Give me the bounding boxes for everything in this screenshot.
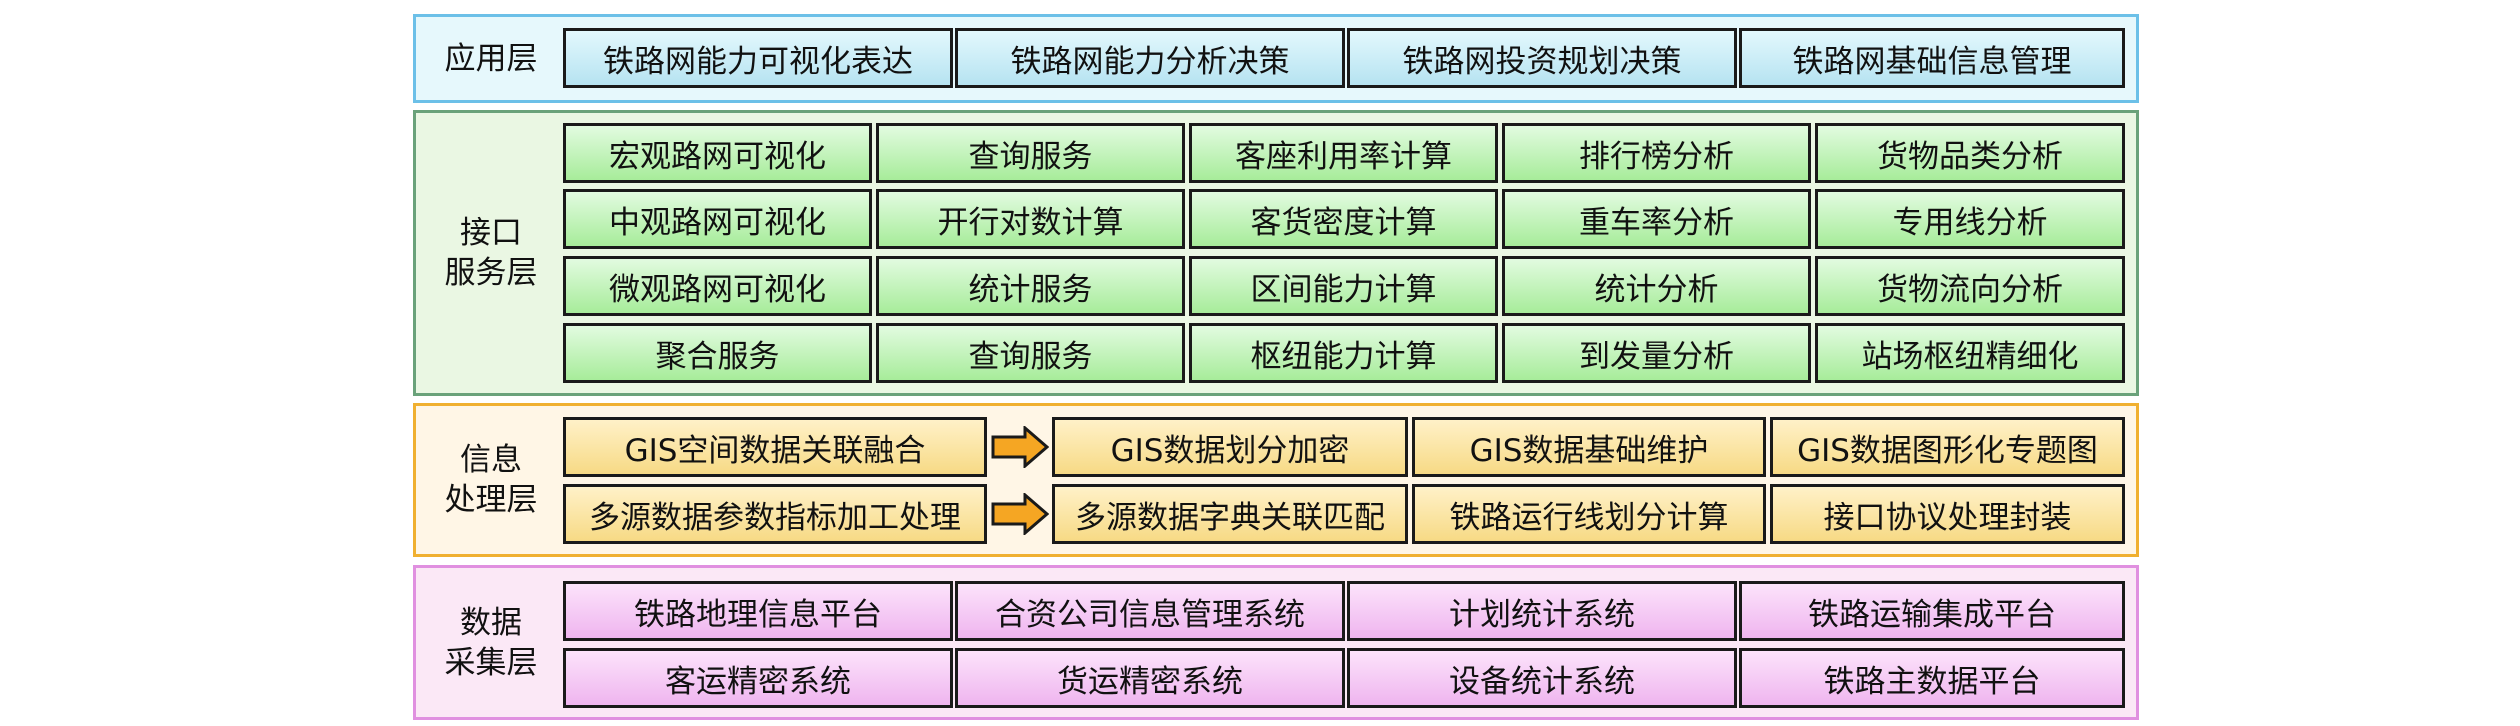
api-box-r1-c4: 排行榜分析 xyxy=(1502,123,1811,183)
proc-box-r2-c2: 多源数据字典关联匹配 xyxy=(1052,484,1408,544)
api-box-r2-c4: 重车率分析 xyxy=(1502,189,1811,249)
arrow-right-icon xyxy=(991,426,1049,468)
data-box-r1-c3: 计划统计系统 xyxy=(1347,581,1737,641)
data-box-r1-c1: 铁路地理信息平台 xyxy=(563,581,953,641)
api-box-r3-c4: 统计分析 xyxy=(1502,256,1811,316)
application-layer-label: 应用层 xyxy=(444,40,538,77)
api-box-r2-c5: 专用线分析 xyxy=(1815,189,2125,249)
app-box-1: 铁路网能力可视化表达 xyxy=(563,28,953,88)
application-layer: 应用层 铁路网能力可视化表达 铁路网能力分析决策 铁路网投资规划决策 铁路网基础… xyxy=(413,14,2139,103)
api-box-r2-c1: 中观路网可视化 xyxy=(563,189,872,249)
api-box-r3-c3: 区间能力计算 xyxy=(1189,256,1498,316)
api-box-r4-c2: 查询服务 xyxy=(876,323,1185,383)
api-box-r1-c3: 客座利用率计算 xyxy=(1189,123,1498,183)
interface-service-layer-label: 接口 服务层 xyxy=(444,215,538,291)
app-box-4: 铁路网基础信息管理 xyxy=(1739,28,2125,88)
app-box-2: 铁路网能力分析决策 xyxy=(955,28,1345,88)
api-box-r1-c2: 查询服务 xyxy=(876,123,1185,183)
data-collection-layer-label: 数据 采集层 xyxy=(444,604,538,681)
interface-service-layer: 接口 服务层 宏观路网可视化 查询服务 客座利用率计算 排行榜分析 货物品类分析… xyxy=(413,110,2139,396)
api-box-r1-c1: 宏观路网可视化 xyxy=(563,123,872,183)
api-box-r2-c3: 客货密度计算 xyxy=(1189,189,1498,249)
data-collection-layer: 数据 采集层 铁路地理信息平台 合资公司信息管理系统 计划统计系统 铁路运输集成… xyxy=(413,565,2139,720)
api-box-r2-c2: 开行对数计算 xyxy=(876,189,1185,249)
proc-box-r2-c3: 铁路运行线划分计算 xyxy=(1412,484,1766,544)
proc-box-r1-c1: GIS空间数据关联融合 xyxy=(563,417,987,477)
information-processing-layer-label: 信息 处理层 xyxy=(444,442,538,518)
proc-box-r1-c3: GIS数据基础维护 xyxy=(1412,417,1766,477)
api-box-r4-c4: 到发量分析 xyxy=(1502,323,1811,383)
data-box-r2-c4: 铁路主数据平台 xyxy=(1739,648,2125,708)
arrow-right-icon xyxy=(991,493,1049,535)
api-box-r1-c5: 货物品类分析 xyxy=(1815,123,2125,183)
proc-box-r1-c2: GIS数据划分加密 xyxy=(1052,417,1408,477)
proc-box-r2-c4: 接口协议处理封装 xyxy=(1770,484,2125,544)
data-box-r2-c3: 设备统计系统 xyxy=(1347,648,1737,708)
api-box-r3-c2: 统计服务 xyxy=(876,256,1185,316)
data-box-r1-c2: 合资公司信息管理系统 xyxy=(955,581,1345,641)
api-box-r3-c5: 货物流向分析 xyxy=(1815,256,2125,316)
api-box-r4-c1: 聚合服务 xyxy=(563,323,872,383)
information-processing-layer: 信息 处理层 GIS空间数据关联融合 GIS数据划分加密 GIS数据基础维护 G… xyxy=(413,403,2139,557)
api-box-r4-c3: 枢纽能力计算 xyxy=(1189,323,1498,383)
proc-box-r1-c4: GIS数据图形化专题图 xyxy=(1770,417,2125,477)
data-box-r2-c1: 客运精密系统 xyxy=(563,648,953,708)
data-box-r2-c2: 货运精密系统 xyxy=(955,648,1345,708)
data-box-r1-c4: 铁路运输集成平台 xyxy=(1739,581,2125,641)
api-box-r4-c5: 站场枢纽精细化 xyxy=(1815,323,2125,383)
api-box-r3-c1: 微观路网可视化 xyxy=(563,256,872,316)
proc-box-r2-c1: 多源数据参数指标加工处理 xyxy=(563,484,987,544)
app-box-3: 铁路网投资规划决策 xyxy=(1347,28,1737,88)
